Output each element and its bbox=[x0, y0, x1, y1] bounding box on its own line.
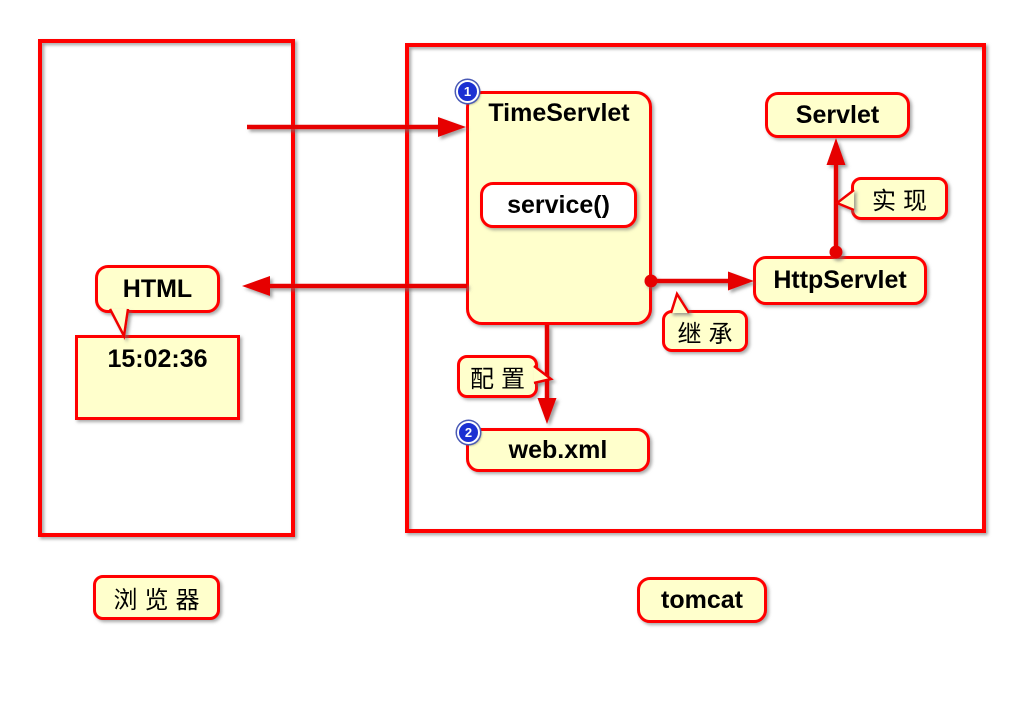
browser-region-label-text: 浏览器 bbox=[113, 588, 207, 614]
webxml-label: web.xml bbox=[508, 435, 608, 464]
callout-configure-label: 配置 bbox=[470, 367, 532, 393]
callout-implement: 实现 bbox=[851, 177, 948, 220]
tomcat-region-label-text: tomcat bbox=[661, 585, 743, 614]
service-method-node: service() bbox=[480, 182, 637, 228]
httpservlet-node: HttpServlet bbox=[753, 256, 927, 305]
time-value-label: 15:02:36 bbox=[107, 345, 208, 373]
webxml-node: web.xml bbox=[466, 428, 650, 472]
browser-region-label: 浏览器 bbox=[93, 575, 220, 620]
httpservlet-label: HttpServlet bbox=[773, 266, 907, 294]
service-method-label: service() bbox=[507, 190, 610, 219]
timeservlet-label: TimeServlet bbox=[488, 99, 630, 127]
badge-1-icon: 1 bbox=[456, 80, 479, 103]
callout-configure: 配置 bbox=[457, 355, 538, 398]
callout-inherit-label: 继承 bbox=[677, 321, 740, 348]
html-label: HTML bbox=[122, 274, 193, 303]
tomcat-region-label: tomcat bbox=[637, 577, 767, 623]
servlet-node: Servlet bbox=[765, 92, 910, 138]
time-value-box: 15:02:36 bbox=[75, 335, 240, 420]
callout-implement-label: 实现 bbox=[872, 189, 934, 215]
servlet-label: Servlet bbox=[795, 100, 880, 129]
html-node: HTML bbox=[95, 265, 220, 313]
badge-2-icon: 2 bbox=[457, 421, 480, 444]
callout-inherit: 继承 bbox=[662, 310, 748, 352]
